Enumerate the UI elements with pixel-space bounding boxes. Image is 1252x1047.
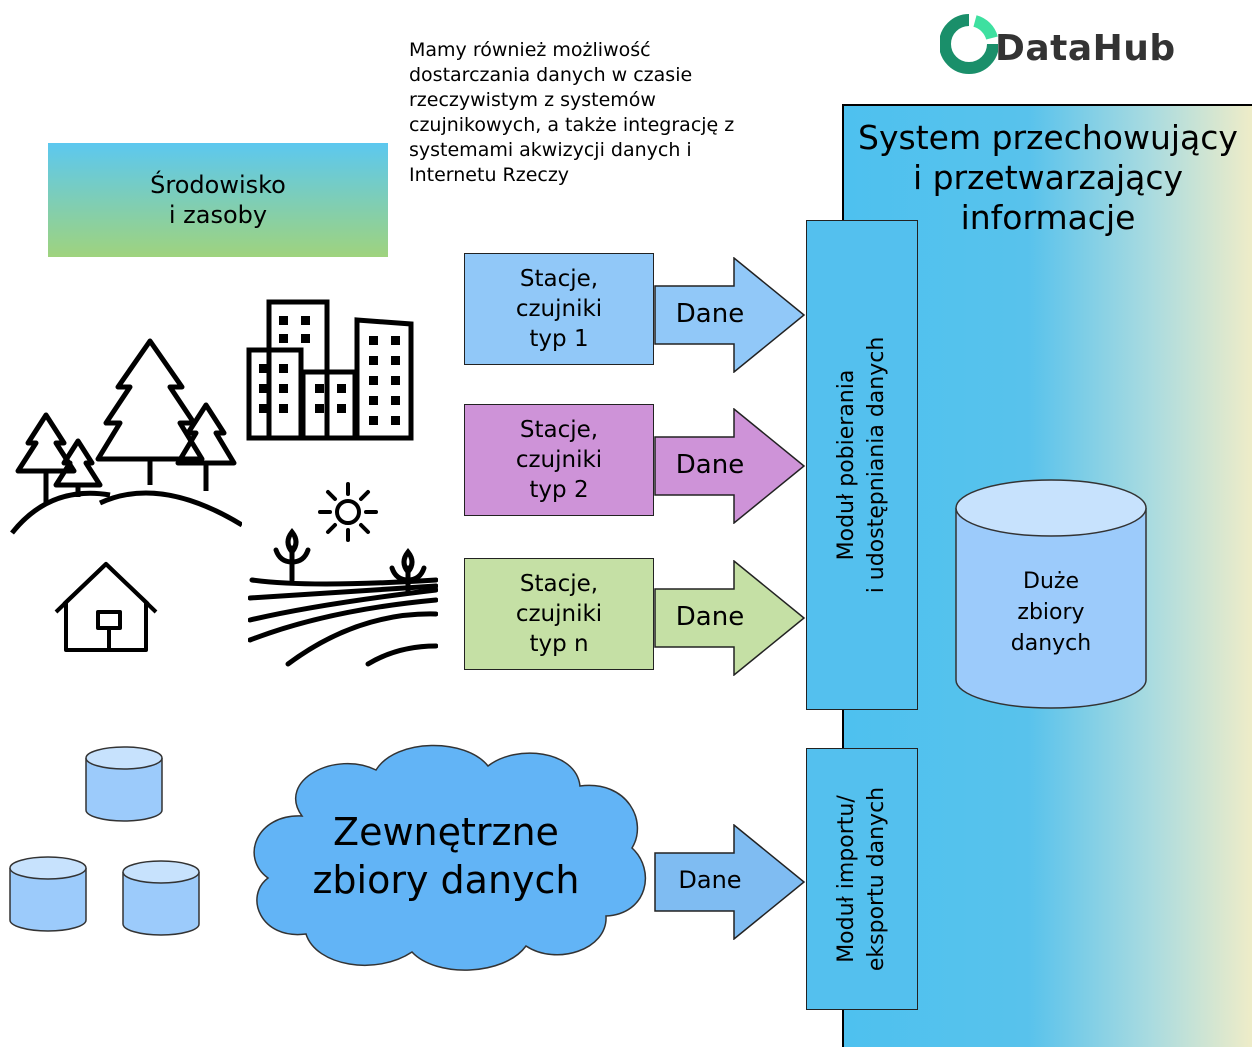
- intro-text: Mamy również możliwość dostarczania dany…: [409, 39, 735, 186]
- datahub-logo-icon: [940, 14, 998, 74]
- arrow-label: Dane: [675, 450, 745, 480]
- system-title: System przechowujący i przetwarzający in…: [858, 118, 1238, 237]
- data-arrow-n: Dane: [654, 560, 806, 676]
- ingest-module-label: Moduł pobierania i udostępniania danych: [834, 336, 889, 594]
- big-data-label: Duże zbiory danych: [1010, 569, 1092, 656]
- fields-icon: [248, 528, 438, 667]
- cloud-icon: [253, 744, 647, 971]
- station-type-1: Stacje, czujniki typ 1: [464, 253, 654, 365]
- arrow-shape: [654, 824, 806, 940]
- database-icon: [85, 746, 163, 822]
- big-data-database-icon: [955, 479, 1147, 709]
- import-export-module: Moduł importu/ eksportu danych: [806, 748, 918, 1010]
- arrow-shape: [654, 560, 806, 676]
- arrow-shape: [654, 408, 806, 524]
- arrow-label: Dane: [675, 602, 745, 632]
- arrow-label: Dane: [678, 866, 742, 894]
- trees-icon: [10, 338, 242, 535]
- logo-text: DataHub: [995, 28, 1176, 69]
- buildings-icon: [246, 299, 414, 441]
- ingest-module: Moduł pobierania i udostępniania danych: [806, 220, 918, 710]
- sun-icon: [318, 482, 378, 542]
- arrow-shape: [654, 257, 806, 373]
- station-type-2: Stacje, czujniki typ 2: [464, 404, 654, 516]
- data-arrow-2: Dane: [654, 408, 806, 524]
- arrow-label: Dane: [675, 299, 745, 329]
- environment-box: Środowisko i zasoby: [48, 143, 388, 257]
- database-icon: [122, 860, 200, 936]
- data-arrow-1: Dane: [654, 257, 806, 373]
- house-icon: [54, 562, 158, 652]
- external-datasets-label: Zewnętrzne zbiory danych: [312, 810, 580, 902]
- data-arrow-external: Dane: [654, 824, 806, 940]
- import-export-module-label: Moduł importu/ eksportu danych: [834, 786, 889, 972]
- database-icon: [9, 856, 87, 932]
- station-type-n: Stacje, czujniki typ n: [464, 558, 654, 670]
